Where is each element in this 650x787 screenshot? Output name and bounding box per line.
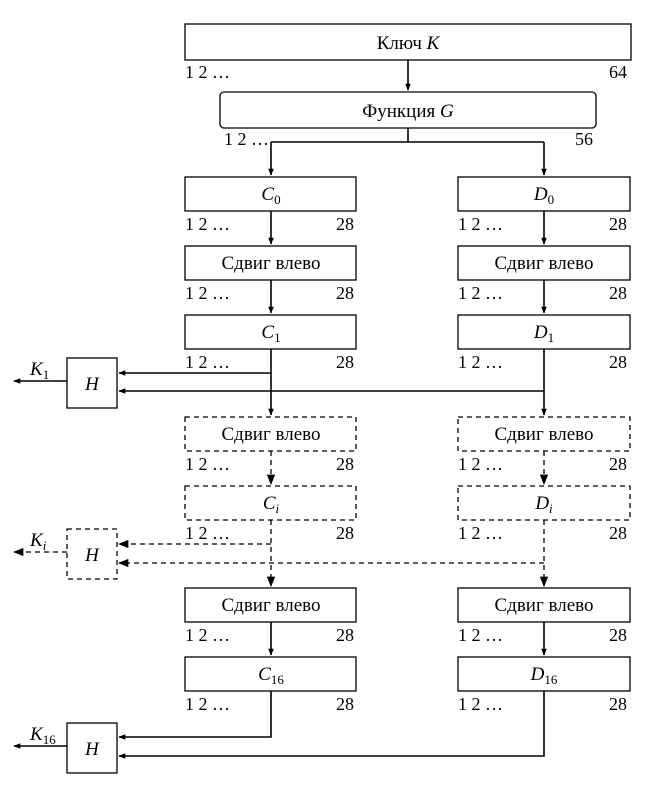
c1-box	[184, 314, 357, 350]
di-label: Di	[534, 493, 553, 516]
d0-label: D0	[533, 184, 554, 207]
d-shift-1-bits-end: 28	[609, 283, 627, 303]
k1-label: K1	[29, 359, 49, 382]
h-box-16-label: H	[84, 739, 100, 760]
d-shift-i-bits-start: 1 2 …	[458, 454, 503, 474]
d-shift-i-bits-end: 28	[609, 454, 627, 474]
d-shift-16-label: Сдвиг влево	[495, 595, 594, 616]
key-bits-end: 64	[609, 62, 627, 82]
d-shift-1-box	[457, 245, 631, 281]
arrow-d16-to-h16	[118, 691, 545, 759]
c-shift-1-label: Сдвиг влево	[222, 253, 321, 274]
c-shift-i-label: Сдвиг влево	[222, 424, 321, 445]
h-box-1	[66, 357, 118, 409]
d1-label: D1	[533, 322, 554, 345]
c-shift-1-bits-end: 28	[336, 283, 354, 303]
d16-label: D16	[530, 664, 558, 687]
c1-label: C1	[261, 322, 280, 345]
d-shift-16-box	[457, 587, 631, 623]
c-shift-16-bits-end: 28	[336, 625, 354, 645]
c-shift-16-bits-start: 1 2 …	[185, 625, 230, 645]
d1-bits-end: 28	[609, 352, 627, 372]
c0-label: C0	[261, 184, 280, 207]
h-box-16	[66, 722, 118, 774]
d16-bits-start: 1 2 …	[458, 694, 503, 714]
di-bits-end: 28	[609, 523, 627, 543]
c0-bits-end: 28	[336, 214, 354, 234]
h-box-1-label: H	[84, 374, 100, 395]
c0-bits-start: 1 2 …	[185, 214, 230, 234]
c-shift-16-label: Сдвиг влево	[222, 595, 321, 616]
ci-label: Ci	[263, 493, 280, 516]
di-box	[457, 485, 631, 521]
c16-bits-end: 28	[336, 694, 354, 714]
key-bits-start: 1 2 …	[185, 62, 230, 82]
g-bits-start: 1 2 …	[224, 129, 269, 149]
h-box-i-label: H	[84, 545, 100, 566]
d-shift-1-bits-start: 1 2 …	[458, 283, 503, 303]
d-shift-i-box	[457, 416, 631, 452]
c-shift-16-box	[184, 587, 357, 623]
key-box-label: Ключ K	[377, 33, 441, 54]
d-shift-1-label: Сдвиг влево	[495, 253, 594, 274]
d0-bits-end: 28	[609, 214, 627, 234]
ci-box	[184, 485, 357, 521]
ci-bits-end: 28	[336, 523, 354, 543]
key-box	[184, 23, 632, 61]
c1-bits-end: 28	[336, 352, 354, 372]
c-shift-i-bits-start: 1 2 …	[185, 454, 230, 474]
h-box-i	[66, 528, 118, 580]
c1-bits-start: 1 2 …	[185, 352, 230, 372]
ki-label: Ki	[29, 530, 47, 553]
d-shift-i-label: Сдвиг влево	[495, 424, 594, 445]
d1-bits-start: 1 2 …	[458, 352, 503, 372]
g-bits-end: 56	[575, 129, 593, 149]
di-bits-start: 1 2 …	[458, 523, 503, 543]
c16-label: C16	[258, 664, 284, 687]
c16-bits-start: 1 2 …	[185, 694, 230, 714]
k16-label: K16	[29, 724, 56, 747]
d0-bits-start: 1 2 …	[458, 214, 503, 234]
d16-bits-end: 28	[609, 694, 627, 714]
c-shift-1-bits-start: 1 2 …	[185, 283, 230, 303]
c-shift-i-bits-end: 28	[336, 454, 354, 474]
d-shift-16-bits-end: 28	[609, 625, 627, 645]
ci-bits-start: 1 2 …	[185, 523, 230, 543]
function-g-label: Функция G	[362, 101, 454, 122]
c-shift-1-box	[184, 245, 357, 281]
arrow-c16-to-h16	[118, 691, 272, 740]
d1-box	[457, 314, 631, 350]
d-shift-16-bits-start: 1 2 …	[458, 625, 503, 645]
